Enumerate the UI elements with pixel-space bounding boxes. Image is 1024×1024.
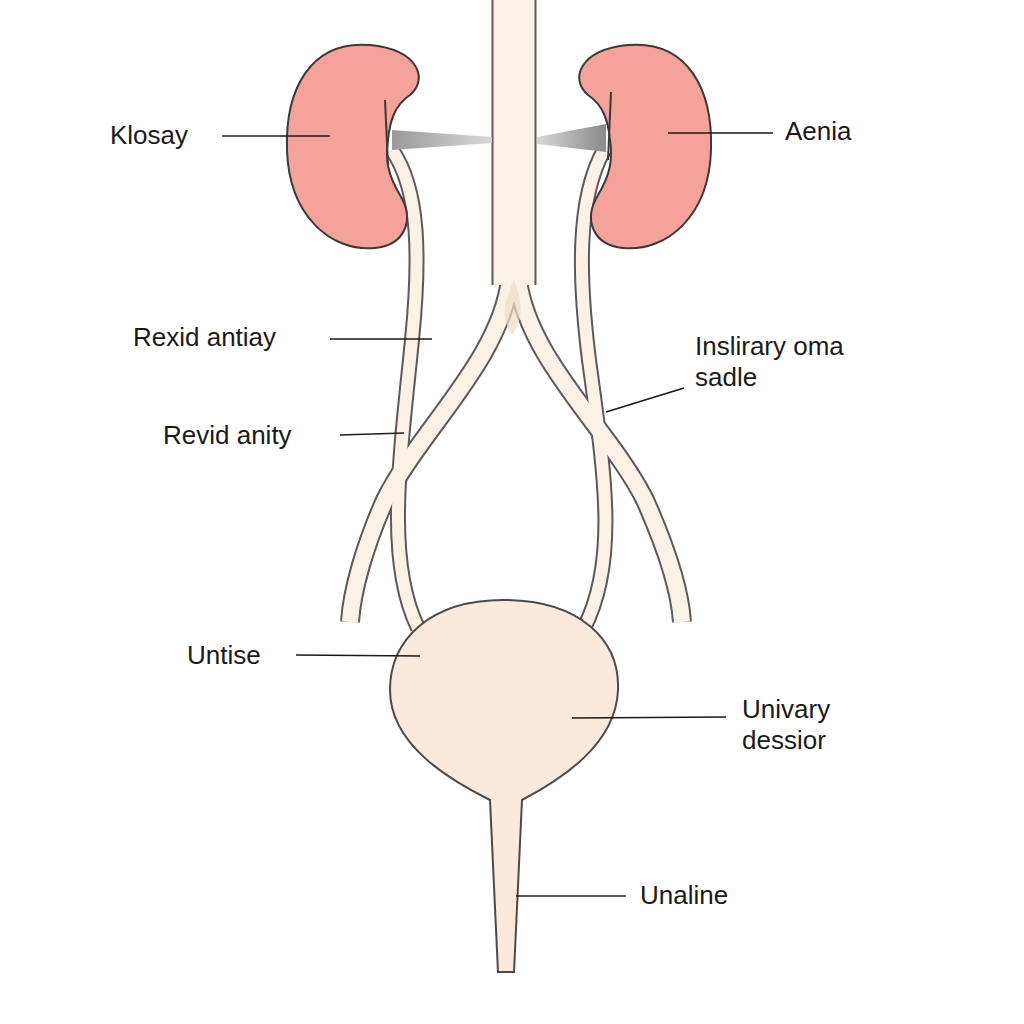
part-label: Inslirary oma sadle bbox=[695, 331, 845, 393]
iliac-outline bbox=[350, 280, 510, 622]
part-label: Unaline bbox=[640, 880, 728, 911]
part-label: Revid anity bbox=[163, 420, 292, 451]
leader-line bbox=[296, 655, 420, 656]
part-label: Univary dessior bbox=[742, 694, 867, 756]
leader-line bbox=[330, 338, 432, 340]
leader-line bbox=[516, 895, 626, 897]
bladder bbox=[390, 600, 618, 972]
aorta bbox=[494, 0, 535, 285]
aorta-outline bbox=[492, 0, 537, 285]
renal-artery bbox=[392, 130, 492, 150]
iliac-artery bbox=[350, 280, 510, 622]
part-label: Klosay bbox=[110, 120, 188, 151]
kidney bbox=[287, 45, 419, 249]
part-label: Untise bbox=[187, 640, 261, 671]
part-label: Rexid antiay bbox=[133, 322, 276, 353]
kidney bbox=[579, 45, 711, 249]
leader-line bbox=[606, 388, 684, 412]
leader-line bbox=[572, 717, 726, 718]
leader-lines bbox=[222, 133, 773, 896]
leader-line bbox=[668, 132, 773, 134]
leader-line bbox=[340, 433, 404, 435]
hilum-line bbox=[608, 92, 611, 160]
part-label: Aenia bbox=[785, 116, 852, 147]
hilum-line bbox=[385, 100, 388, 165]
leader-line bbox=[222, 135, 330, 137]
bifurcation-shade bbox=[505, 280, 521, 335]
renal-artery bbox=[537, 124, 606, 152]
